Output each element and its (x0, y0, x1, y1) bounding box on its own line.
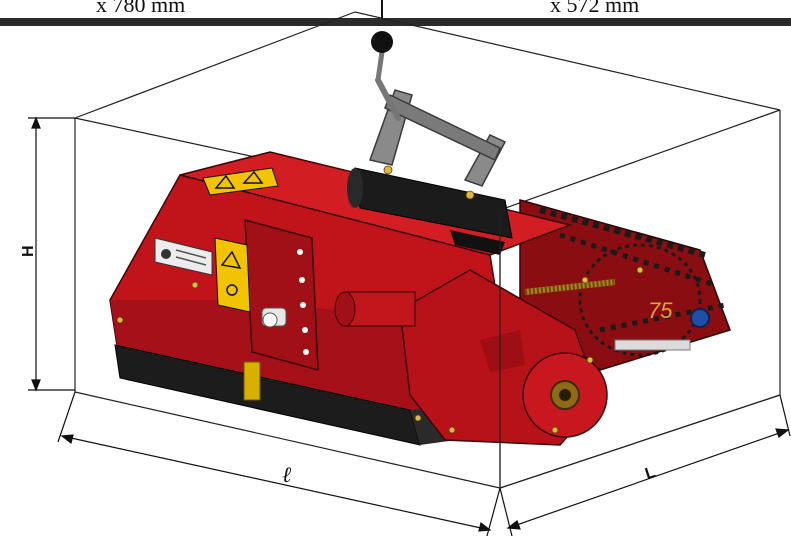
hitch-cylinder (347, 167, 513, 255)
model-marking: 75 (648, 298, 673, 323)
length-dimension (57, 391, 501, 537)
height-label: H (20, 245, 37, 257)
header-dimension-left: x 780 mm (96, 0, 186, 17)
length-label: ℓ (282, 462, 292, 487)
info-plate (154, 237, 213, 276)
adjustment-knob (261, 307, 287, 328)
hitch-frame (369, 89, 507, 187)
box-edge-back-left (74, 11, 356, 119)
mulcher-machine: 75 (109, 31, 731, 446)
box-edge-back-right (354, 11, 781, 111)
bounding-box-front (499, 210, 781, 489)
crank-knob-icon (371, 31, 393, 53)
height-dimension (28, 116, 75, 392)
pto-shaft (334, 291, 416, 327)
bolts (116, 165, 644, 434)
header-rule (0, 18, 791, 26)
side-plate (243, 219, 319, 401)
header-dimension-right: x 572 mm (550, 0, 640, 17)
tension-rod (524, 279, 616, 295)
width-dimension (499, 394, 791, 537)
header-divider (381, 0, 383, 20)
box-edge-bottom-front (74, 391, 501, 489)
rear-roller-cage (519, 199, 731, 371)
warning-decal-side-icon (214, 237, 251, 313)
box-edge-top-right (499, 109, 781, 211)
warning-decals (202, 167, 279, 313)
blue-bearing-icon (690, 308, 710, 328)
crank-handle (371, 31, 401, 121)
